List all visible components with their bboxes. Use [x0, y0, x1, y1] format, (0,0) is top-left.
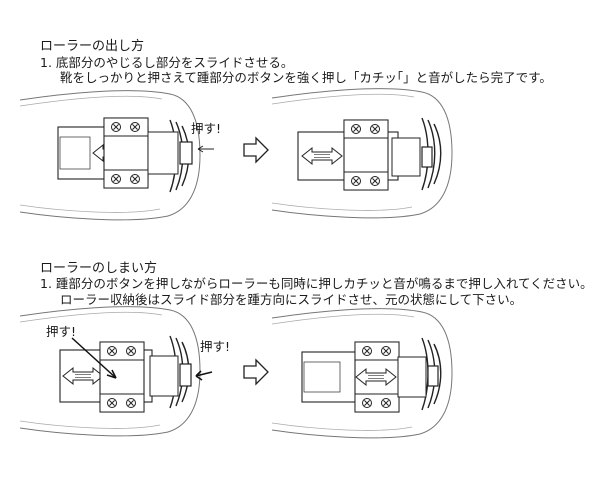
section2-note: ローラー収納後はスライド部分を踵方向にスライドさせ、元の状態にして下さい。 — [60, 292, 523, 307]
diagram-1-after — [271, 87, 453, 219]
press-label-2-top: 押す! — [46, 324, 76, 339]
press-label-1: 押す! — [191, 121, 221, 136]
section2-step: 1. 踵部分のボタンを押しながらローラーも同時に押しカチッと音が鳴るまで押し入れ… — [40, 276, 593, 291]
press-label-2-side: 押す! — [200, 339, 230, 354]
diagram-2-before — [19, 305, 213, 437]
transition-arrow-2 — [243, 359, 269, 385]
diagram-2-after — [271, 307, 453, 439]
section1-step: 1. 底部分のやじるし部分をスライドさせる。 — [40, 55, 294, 70]
section1-note: 靴をしっかりと押さえて踵部分のボタンを強く押し「カチッ｢」と音がしたら完了です。 — [60, 70, 552, 85]
diagram-1-before — [19, 89, 214, 221]
section1-title: ローラーの出し方 — [40, 39, 145, 54]
section2-title: ローラーのしまい方 — [40, 261, 158, 276]
transition-arrow-1 — [243, 137, 269, 163]
